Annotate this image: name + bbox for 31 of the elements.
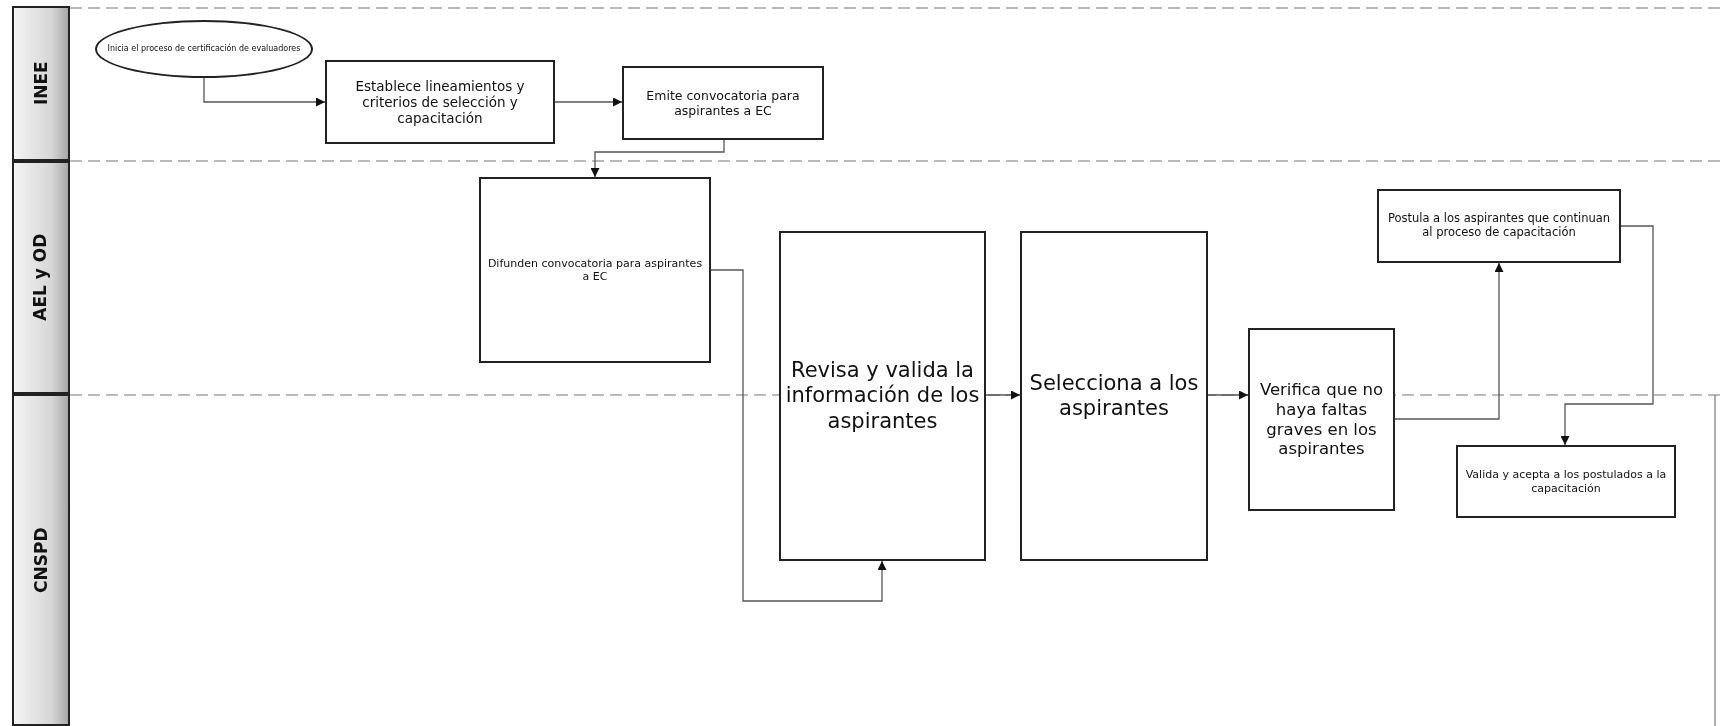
process-box <box>622 66 824 140</box>
swimlane-header <box>12 161 70 394</box>
arrow <box>1394 262 1504 420</box>
step-text: Emite convocatoria para aspirantes a EC <box>645 88 801 118</box>
step-text: Postula a los aspirantes que continuan al proceso de capacitación <box>1386 212 1612 240</box>
step-text: Difunden convocatoria para aspirantes a EC <box>486 256 704 284</box>
process-box <box>1020 231 1208 561</box>
process-box <box>1248 328 1395 511</box>
arrow <box>590 139 725 178</box>
lane-label: AEL y OD <box>30 233 52 322</box>
process-box <box>325 60 555 144</box>
arrow <box>554 97 623 107</box>
process-box <box>779 231 986 561</box>
step-text: Inicia el proceso de certificación de evaluadores <box>106 44 302 54</box>
arrow <box>1560 225 1654 446</box>
swimlane-header <box>12 394 70 726</box>
arrow <box>203 77 326 107</box>
process-box <box>1377 189 1621 263</box>
arrow <box>985 390 1021 400</box>
swimlane-header <box>12 6 70 161</box>
process-box <box>479 177 711 363</box>
arrow <box>710 269 887 602</box>
arrow <box>1207 390 1249 400</box>
lane-label: CNSPD <box>30 527 52 593</box>
lane-label: INEE <box>30 61 52 106</box>
step-text: Verifica que no haya faltas graves en los aspirantes <box>1258 379 1385 460</box>
step-text: Revisa y valida la información de los aspirantes <box>784 358 981 434</box>
step-text: Valida y acepta a los postulados a la capacitación <box>1464 468 1668 495</box>
step-text: Selecciona a los aspirantes <box>1028 370 1200 422</box>
step-text: Establece lineamientos y criterios de selección y capacitación <box>354 77 526 127</box>
process-box <box>1456 445 1676 518</box>
